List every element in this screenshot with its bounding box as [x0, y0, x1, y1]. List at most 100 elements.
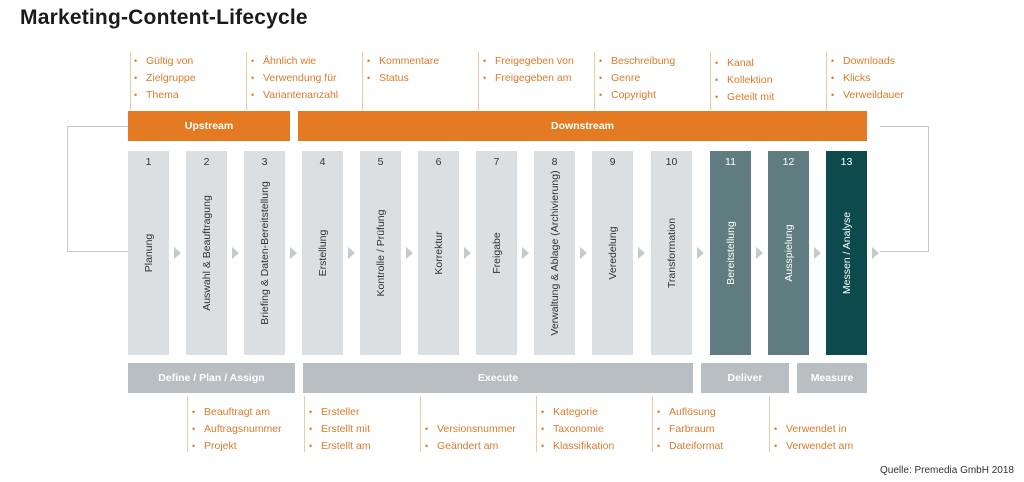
step-label: Briefing & Daten-Bereitstellung: [258, 181, 271, 325]
attribute-item: Verwendet in: [774, 421, 853, 438]
step-number: 9: [609, 156, 616, 168]
guide-line: [652, 396, 653, 452]
attribute-group-verwaltung: Kategorie Taxonomie Klassifikation: [541, 404, 614, 455]
measure-bar: Measure: [797, 363, 867, 393]
attribute-group-messen: Downloads Klicks Verweildauer: [831, 53, 904, 104]
attribute-item: Kollektion: [715, 72, 774, 89]
guide-line: [420, 396, 421, 452]
step-label: Verwaltung & Ablage (Archivierung): [548, 170, 561, 336]
attribute-item: Projekt: [192, 438, 282, 455]
step-korrektur: 6 Korrektur: [418, 151, 459, 355]
step-number: 11: [725, 156, 736, 168]
step-bereitstellung: 11 Bereitstellung: [710, 151, 751, 355]
loop-connector-right: [880, 126, 929, 252]
guide-line: [130, 52, 131, 110]
step-number: 12: [782, 156, 795, 168]
attribute-item: Dateiformat: [657, 438, 723, 455]
attribute-group-pruefung: Kommentare Status: [367, 53, 439, 87]
step-veredelung: 9 Veredelung: [592, 151, 633, 355]
step-briefing: 3 Briefing & Daten-Bereitstellung: [244, 151, 285, 355]
attribute-item: Geteilt mit: [715, 89, 774, 106]
guide-line: [594, 52, 595, 110]
attribute-item: Auflösung: [657, 404, 723, 421]
step-number: 4: [319, 156, 326, 168]
step-planung: 1 Planung: [128, 151, 169, 355]
step-number: 10: [665, 156, 678, 168]
attribute-item: Status: [367, 70, 439, 87]
arrow-right-icon: [814, 247, 821, 259]
loop-connector-left: [67, 126, 129, 252]
guide-line: [710, 52, 711, 110]
attribute-item: Verweildauer: [831, 87, 904, 104]
arrow-right-icon: [580, 247, 587, 259]
arrow-right-icon: [406, 247, 413, 259]
attribute-item: Copyright: [599, 87, 675, 104]
arrow-right-icon: [290, 247, 297, 259]
execute-bar: Execute: [303, 363, 693, 393]
step-label: Auswahl & Beauftragung: [200, 195, 213, 311]
attribute-item: Zielgruppe: [134, 70, 196, 87]
step-label: Planung: [142, 233, 155, 273]
step-number: 7: [493, 156, 500, 168]
attribute-item: Klassifikation: [541, 438, 614, 455]
step-label: Korrektur: [432, 231, 445, 275]
step-number: 1: [145, 156, 152, 168]
attribute-item: Kommentare: [367, 53, 439, 70]
step-label: Messen / Analyse: [840, 211, 853, 295]
attribute-group-erstellung: Ersteller Erstellt mit Erstellt am: [309, 404, 371, 455]
guide-line: [362, 52, 363, 110]
guide-line: [187, 396, 188, 452]
step-verwaltung: 8 Verwaltung & Ablage (Archivierung): [534, 151, 575, 355]
arrow-right-icon: [756, 247, 763, 259]
attribute-group-planung: Gültig von Zielgruppe Thema: [134, 53, 196, 104]
attribute-item: Klicks: [831, 70, 904, 87]
step-number: 2: [203, 156, 210, 168]
arrow-right-icon: [638, 247, 645, 259]
arrow-right-icon: [697, 247, 704, 259]
attribute-item: Farbraum: [657, 421, 723, 438]
step-kontrolle: 5 Kontrolle / Prüfung: [360, 151, 401, 355]
step-label: Freigabe: [490, 232, 503, 274]
step-number: 3: [261, 156, 268, 168]
guide-line: [304, 396, 305, 452]
attribute-item: Genre: [599, 70, 675, 87]
attribute-item: Erstellt mit: [309, 421, 371, 438]
attribute-item: Geändert am: [425, 438, 516, 455]
attribute-item: Downloads: [831, 53, 904, 70]
attribute-item: Thema: [134, 87, 196, 104]
arrow-right-icon: [174, 247, 181, 259]
attribute-item: Freigegeben von: [483, 53, 574, 70]
upstream-bar: Upstream: [128, 111, 290, 141]
attribute-group-bereitstellung: Kanal Kollektion Geteilt mit: [715, 55, 774, 106]
step-freigabe: 7 Freigabe: [476, 151, 517, 355]
guide-line: [769, 396, 770, 452]
attribute-item: Verwendet am: [774, 438, 853, 455]
step-number: 8: [551, 156, 558, 168]
attribute-item: Beauftragt am: [192, 404, 282, 421]
attribute-item: Variantenanzahl: [251, 87, 338, 104]
arrow-right-icon: [872, 247, 879, 259]
step-messen-analyse: 13 Messen / Analyse: [826, 151, 867, 355]
attribute-group-beauftragung: Beauftragt am Auftragsnummer Projekt: [192, 404, 282, 455]
attribute-item: Freigegeben am: [483, 70, 574, 87]
step-label: Bereitstellung: [724, 221, 737, 285]
step-number: 5: [377, 156, 384, 168]
attribute-group-korrektur: Versionsnummer Geändert am: [425, 421, 516, 455]
downstream-bar: Downstream: [298, 111, 867, 141]
attribute-item: Erstellt am: [309, 438, 371, 455]
step-transformation: 10 Transformation: [651, 151, 692, 355]
arrow-right-icon: [232, 247, 239, 259]
step-auswahl-beauftragung: 2 Auswahl & Beauftragung: [186, 151, 227, 355]
step-erstellung: 4 Erstellung: [302, 151, 343, 355]
attribute-group-ausspielung: Verwendet in Verwendet am: [774, 421, 853, 455]
step-label: Erstellung: [316, 229, 329, 277]
step-ausspielung: 12 Ausspielung: [768, 151, 809, 355]
arrow-right-icon: [348, 247, 355, 259]
arrow-right-icon: [464, 247, 471, 259]
attribute-item: Gültig von: [134, 53, 196, 70]
guide-line: [536, 396, 537, 452]
attribute-item: Taxonomie: [541, 421, 614, 438]
attribute-item: Ersteller: [309, 404, 371, 421]
step-label: Kontrolle / Prüfung: [374, 209, 387, 297]
attribute-group-briefing: Ähnlich wie Verwendung für Variantenanza…: [251, 53, 338, 104]
